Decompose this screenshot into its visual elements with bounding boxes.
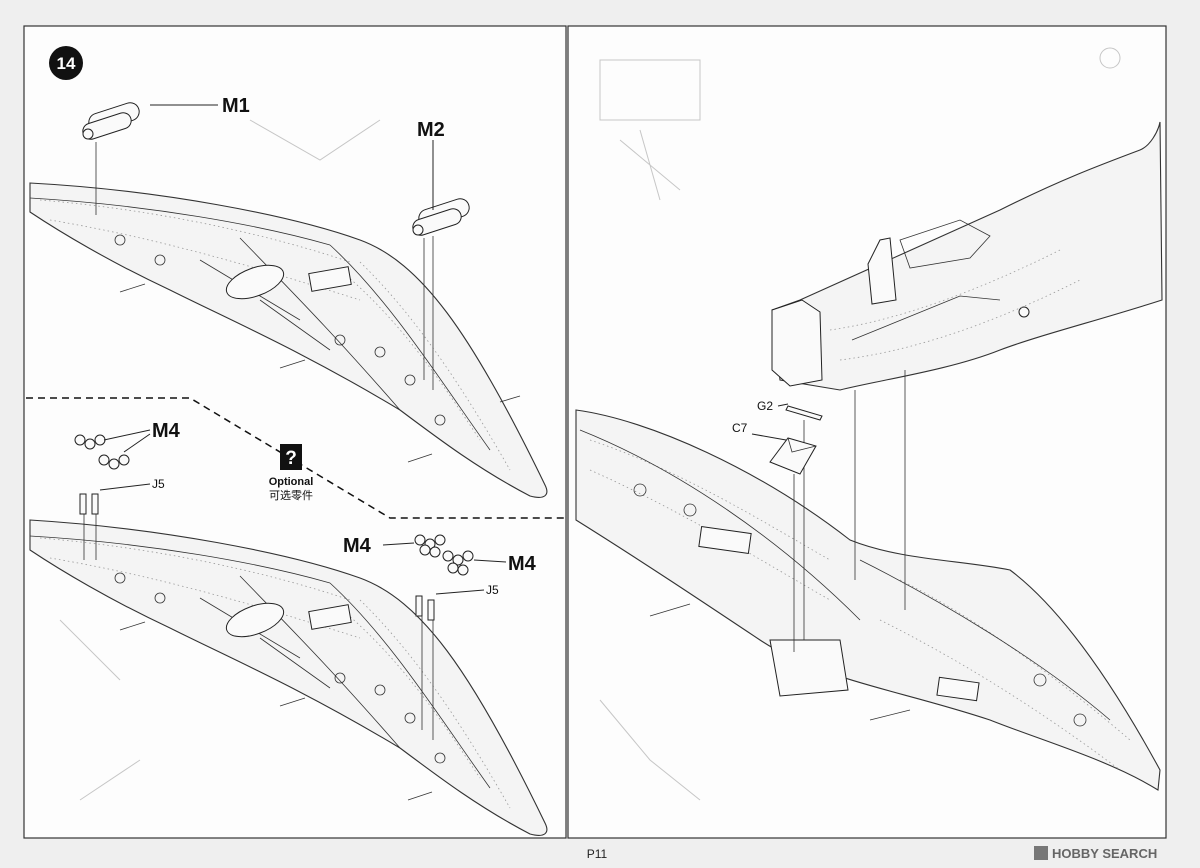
label-m4-right: M4 xyxy=(508,553,537,575)
part-m4-middle-rocket-cluster xyxy=(382,534,446,558)
label-g2: G2 xyxy=(757,399,773,413)
assembly-leader-lines xyxy=(854,370,906,610)
label-m2: M2 xyxy=(417,119,445,141)
part-c7 xyxy=(751,433,817,652)
watermark: HOBBY SEARCH xyxy=(1034,846,1157,861)
optional-label-cn: 可选零件 xyxy=(269,489,313,502)
step-number-badge: 14 xyxy=(49,46,83,80)
part-m2-rocket-pack xyxy=(412,140,470,390)
step-number-text: 14 xyxy=(57,54,76,73)
fuselage-drawing xyxy=(771,121,1163,391)
label-m4-left: M4 xyxy=(152,420,181,442)
watermark-logo-mark xyxy=(1034,846,1048,860)
label-j5-left: J5 xyxy=(152,477,165,491)
label-j5-right: J5 xyxy=(486,583,499,597)
optional-icon: ? xyxy=(285,448,297,469)
part-m1-rocket-pack xyxy=(82,102,218,215)
main-wing-drawing xyxy=(575,409,1161,791)
part-m4-left-rocket-cluster xyxy=(74,429,151,470)
label-m4-middle: M4 xyxy=(343,535,372,557)
page-number: P11 xyxy=(587,847,608,861)
part-j5-left-rails xyxy=(79,483,151,560)
label-c7: C7 xyxy=(732,421,748,435)
optional-icon-box xyxy=(280,444,302,470)
part-m4-right-rocket-cluster xyxy=(442,550,507,576)
part-j5-right-rails xyxy=(415,589,485,740)
upper-wing-drawing xyxy=(29,182,548,498)
optional-label-en: Optional xyxy=(269,476,314,488)
step-number-circle xyxy=(49,46,83,80)
lower-wing-drawing xyxy=(29,519,548,836)
watermark-text: HOBBY SEARCH xyxy=(1052,846,1157,861)
optional-badge: ? xyxy=(280,444,302,470)
label-m1: M1 xyxy=(222,95,250,117)
